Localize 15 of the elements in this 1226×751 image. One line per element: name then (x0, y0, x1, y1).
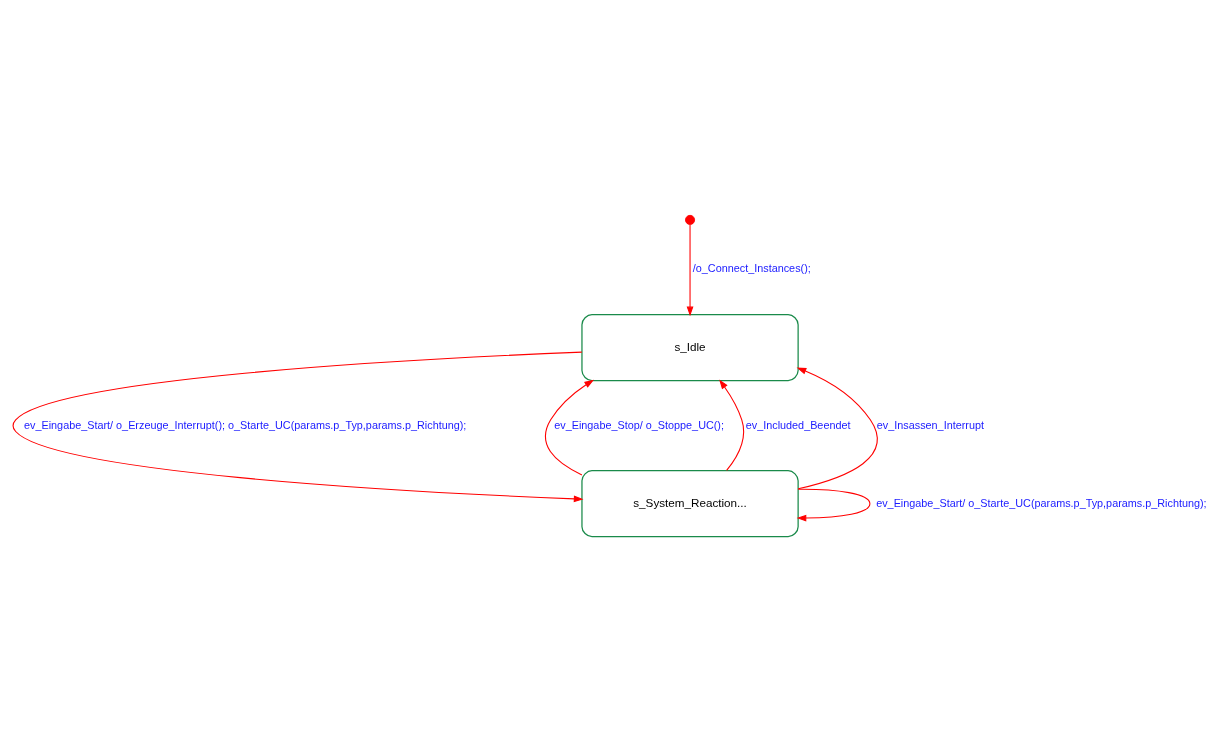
edge-label: ev_Insassen_Interrupt (876, 418, 984, 430)
arrow (796, 488, 871, 521)
arrow (719, 379, 745, 471)
edge-label: ev_Eingabe_Stop/ o_Stoppe_UC(); (554, 418, 725, 430)
node-circle (685, 214, 696, 225)
node-box: s_System_Reaction... (581, 469, 799, 537)
arrow (796, 367, 878, 489)
edge-label: ev_Included_Beendet (745, 418, 851, 430)
edge-label: ev_Eingabe_Start/ o_Starte_UC(params.p_Typ,params.p_Richtung); (876, 496, 1207, 509)
edge-label: /o_Connect_Instances(); (692, 261, 811, 274)
arrow (686, 223, 694, 316)
edge-label: ev_Eingabe_Start/ o_Erzeuge_Interrupt(); o_Starte_UC(params.p_Typ,params.p_Richtung); (24, 418, 467, 430)
node-box: s_Idle (581, 313, 799, 381)
arrow (12, 351, 584, 502)
arrow (544, 379, 595, 475)
